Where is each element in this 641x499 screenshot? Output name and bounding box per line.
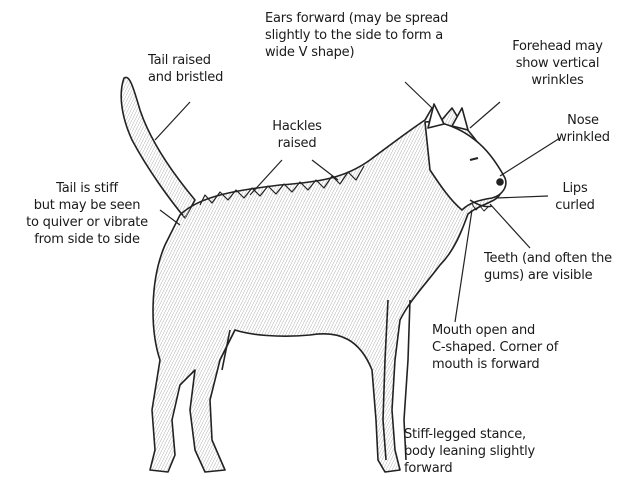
label-tail-raised: Tail raised and bristled xyxy=(148,52,223,86)
pointer-ears xyxy=(405,82,432,108)
label-mouth: Mouth open and C-shaped. Corner of mouth… xyxy=(432,322,558,373)
pointer-teeth xyxy=(490,204,530,248)
pointer-tail-raised xyxy=(155,102,190,140)
label-nose: Nose wrinkled xyxy=(548,112,618,146)
label-ears: Ears forward (may be spread slightly to … xyxy=(265,10,448,61)
label-forehead: Forehead may show vertical wrinkles xyxy=(505,38,610,89)
label-hackles: Hackles raised xyxy=(262,118,332,152)
pointer-forehead xyxy=(470,102,500,128)
label-stance: Stiff-legged stance, body leaning slight… xyxy=(404,426,535,477)
pointer-tail-stiff xyxy=(160,210,180,225)
pointer-hackles xyxy=(312,160,338,180)
label-lips: Lips curled xyxy=(540,180,610,214)
label-teeth: Teeth (and often the gums) are visible xyxy=(484,250,612,284)
label-tail-stiff: Tail is stiff but may be seen to quiver … xyxy=(12,180,162,248)
